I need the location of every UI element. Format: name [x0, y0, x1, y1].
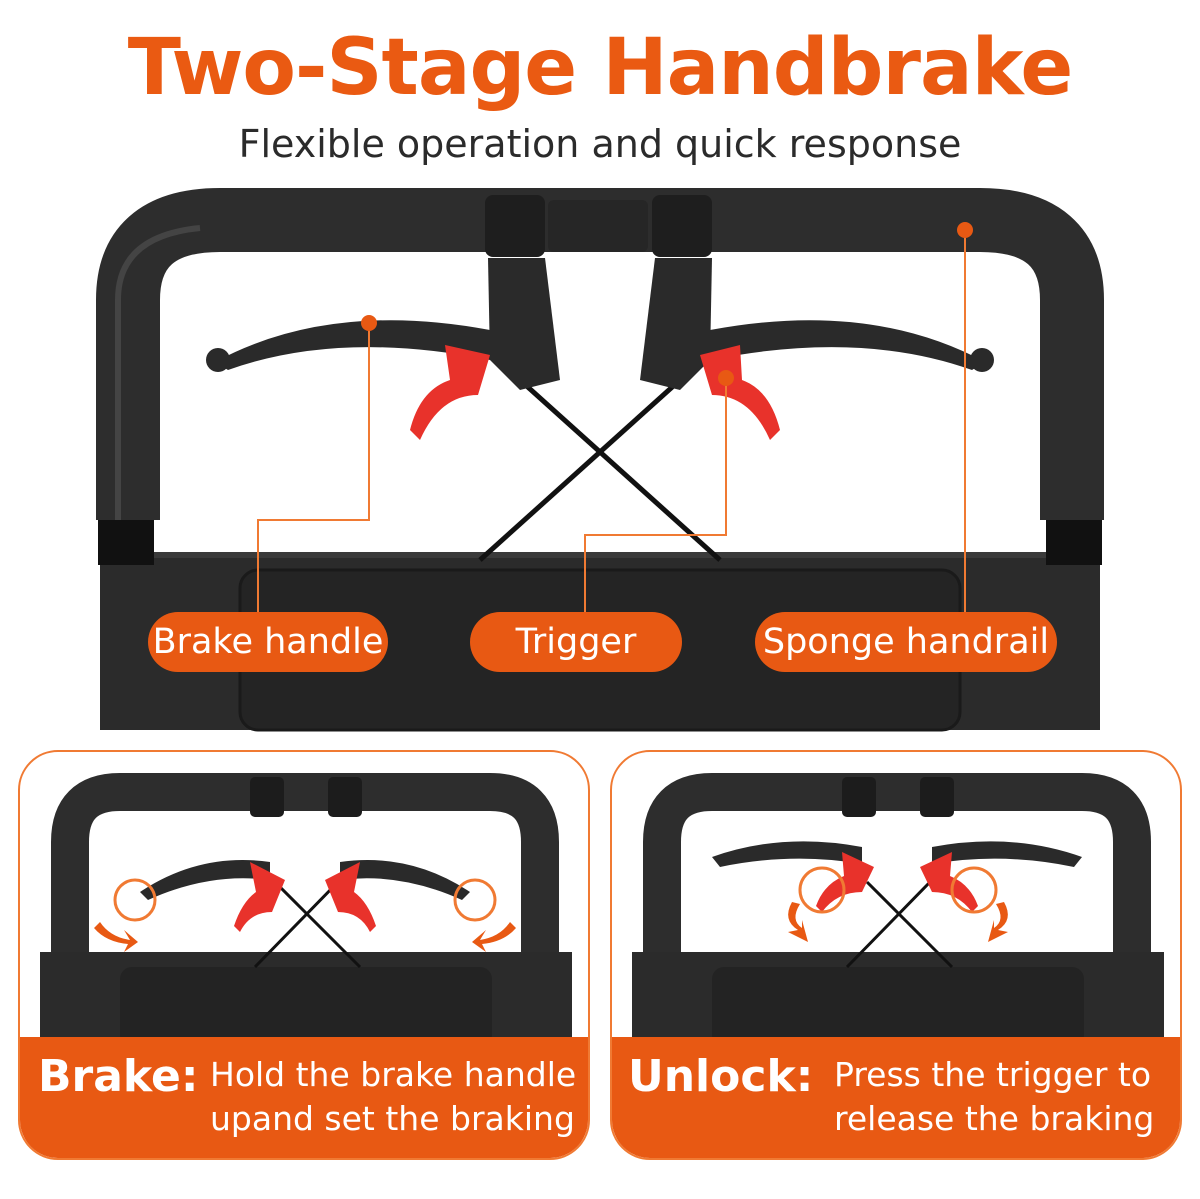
unlock-term: Unlock — [628, 1051, 796, 1102]
unlock-panel: Unlock: Press the trigger to release the… — [610, 750, 1182, 1160]
callout-trigger: Trigger — [470, 612, 682, 672]
left-clamp — [485, 195, 545, 257]
page-subtitle: Flexible operation and quick response — [238, 122, 962, 166]
left-brake-handle — [215, 320, 490, 370]
callout-sponge-handrail: Sponge handrail — [755, 612, 1057, 672]
left-brake-body — [488, 258, 560, 390]
unlock-caption: Unlock: Press the trigger to release the… — [612, 1037, 1180, 1158]
right-brake-handle — [710, 320, 985, 370]
leader-trigger — [584, 378, 727, 615]
brake-desc-line-1: Hold the brake handle — [210, 1055, 577, 1094]
unlock-desc-line-1: Press the trigger to — [834, 1055, 1152, 1094]
unlock-illustration — [632, 773, 1164, 1047]
unlock-desc-line-2: release the braking — [834, 1099, 1155, 1138]
brake-panel: Brake: Hold the brake handle upand set t… — [18, 750, 590, 1160]
right-clamp — [652, 195, 712, 257]
brake-desc-line-2: upand set the braking — [210, 1099, 575, 1138]
brake-separator: : — [180, 1051, 199, 1102]
unlock-separator: : — [795, 1051, 814, 1102]
leader-brake-handle — [257, 323, 370, 615]
brake-illustration — [40, 773, 572, 1047]
callout-brake-handle: Brake handle — [148, 612, 388, 672]
right-brake-body — [640, 258, 712, 390]
brake-term: Brake — [38, 1051, 181, 1102]
left-trigger — [410, 345, 490, 440]
page-title: Two-Stage Handbrake — [127, 23, 1074, 113]
brake-caption: Brake: Hold the brake handle upand set t… — [20, 1037, 588, 1158]
right-trigger — [700, 345, 780, 440]
sponge-handrail — [96, 188, 1104, 520]
